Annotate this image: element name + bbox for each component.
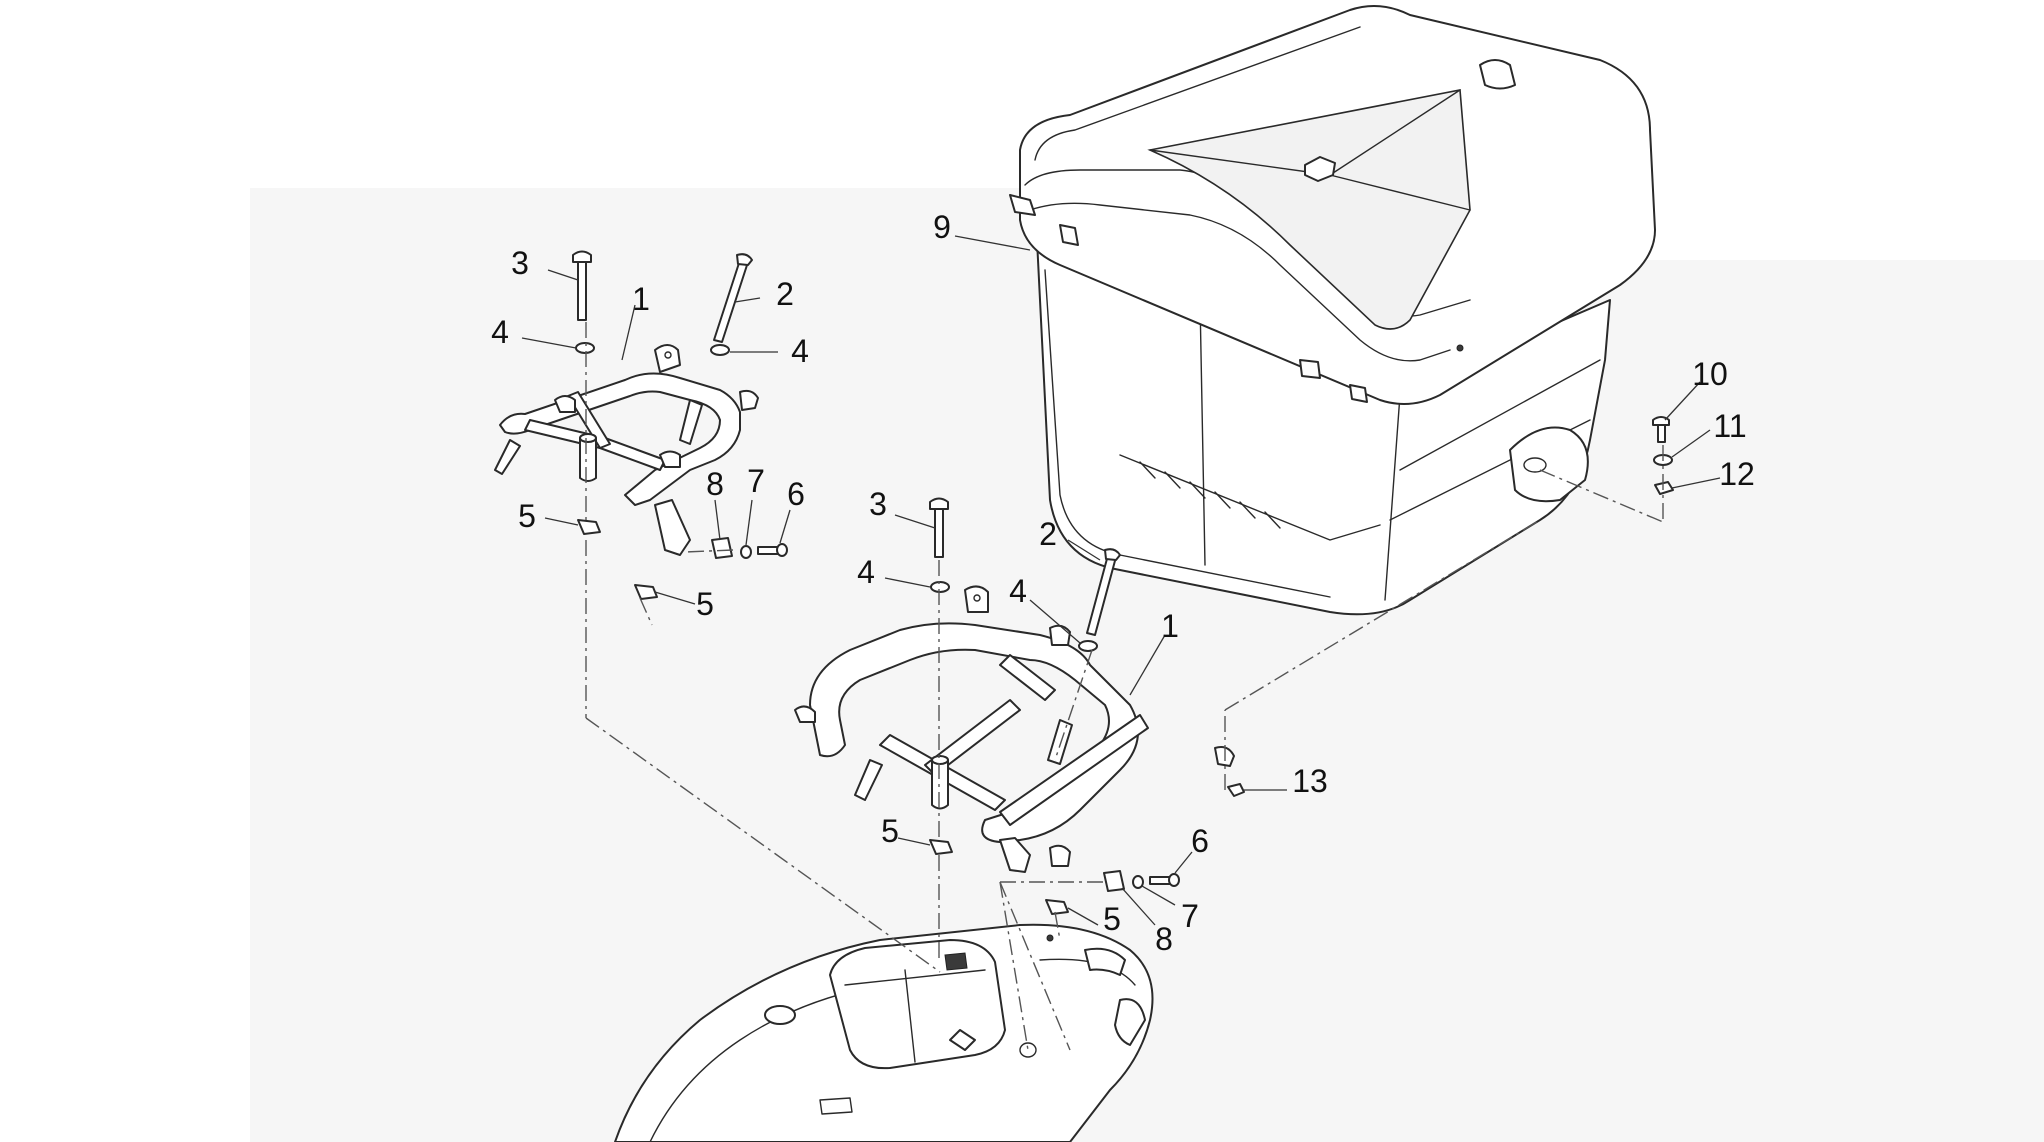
callout-5-center-a: 5 xyxy=(881,813,899,849)
bolt-part-3-left xyxy=(572,250,592,321)
callout-2-left: 2 xyxy=(776,276,794,312)
callout-7-left: 7 xyxy=(747,463,765,499)
scooter-rear-body xyxy=(614,923,1154,1142)
callout-4-left-b: 4 xyxy=(791,333,809,369)
washer-part-4-center-b xyxy=(1078,640,1098,652)
callout-5-left-a: 5 xyxy=(518,498,536,534)
callout-3-left: 3 xyxy=(511,245,529,281)
bolt-part-2-left xyxy=(713,253,753,343)
bolt-part-3-center xyxy=(929,497,949,558)
callout-11: 11 xyxy=(1713,408,1746,444)
callout-5-left-b: 5 xyxy=(696,586,714,622)
callout-8-center: 8 xyxy=(1155,921,1173,957)
clip-part-5-center-b xyxy=(1045,899,1069,915)
callout-5-center-b: 5 xyxy=(1103,901,1121,937)
assembly-chain-lines xyxy=(585,322,1664,1051)
washer-part-7-left xyxy=(740,545,752,559)
callout-6-left: 6 xyxy=(787,476,805,512)
callout-7-center: 7 xyxy=(1181,898,1199,934)
rear-carrier-part-1-upper xyxy=(494,344,759,556)
washer-part-4-left-a xyxy=(575,342,595,354)
clip-nut-part-8-left xyxy=(711,537,733,559)
callout-4-center-b: 4 xyxy=(1009,573,1027,609)
callout-10: 10 xyxy=(1692,356,1728,392)
callout-1-center: 1 xyxy=(1161,608,1179,644)
callout-3-center: 3 xyxy=(869,486,887,522)
callout-12: 12 xyxy=(1719,456,1755,492)
bolt-part-10 xyxy=(1652,416,1670,443)
clip-part-5-left-b xyxy=(634,584,658,600)
callout-6-center: 6 xyxy=(1191,823,1209,859)
clip-part-5-center-a xyxy=(929,839,953,855)
washer-part-7-center xyxy=(1132,875,1144,889)
top-box-part-9 xyxy=(1009,5,1656,616)
callout-labels: 3 1 2 4 4 5 8 7 6 5 9 10 11 12 3 2 4 4 1… xyxy=(491,209,1755,957)
bolt-part-2-center xyxy=(1086,548,1121,636)
clip-part-5-left-a xyxy=(577,519,601,535)
clip-nut-part-8-center xyxy=(1103,870,1125,892)
callout-1-left: 1 xyxy=(632,281,650,317)
screw-part-6-center xyxy=(1149,873,1180,887)
callout-4-left-a: 4 xyxy=(491,314,509,350)
washer-part-4-left-b xyxy=(710,344,730,356)
callout-8-left: 8 xyxy=(706,466,724,502)
washer-part-4-center-a xyxy=(930,581,950,593)
screw-part-6-left xyxy=(757,543,788,557)
callout-13: 13 xyxy=(1292,763,1328,799)
nut-part-13 xyxy=(1227,783,1245,797)
callout-9: 9 xyxy=(933,209,951,245)
callout-4-center-a: 4 xyxy=(857,554,875,590)
callout-2-center: 2 xyxy=(1039,516,1057,552)
callout-leaders xyxy=(521,235,1721,926)
